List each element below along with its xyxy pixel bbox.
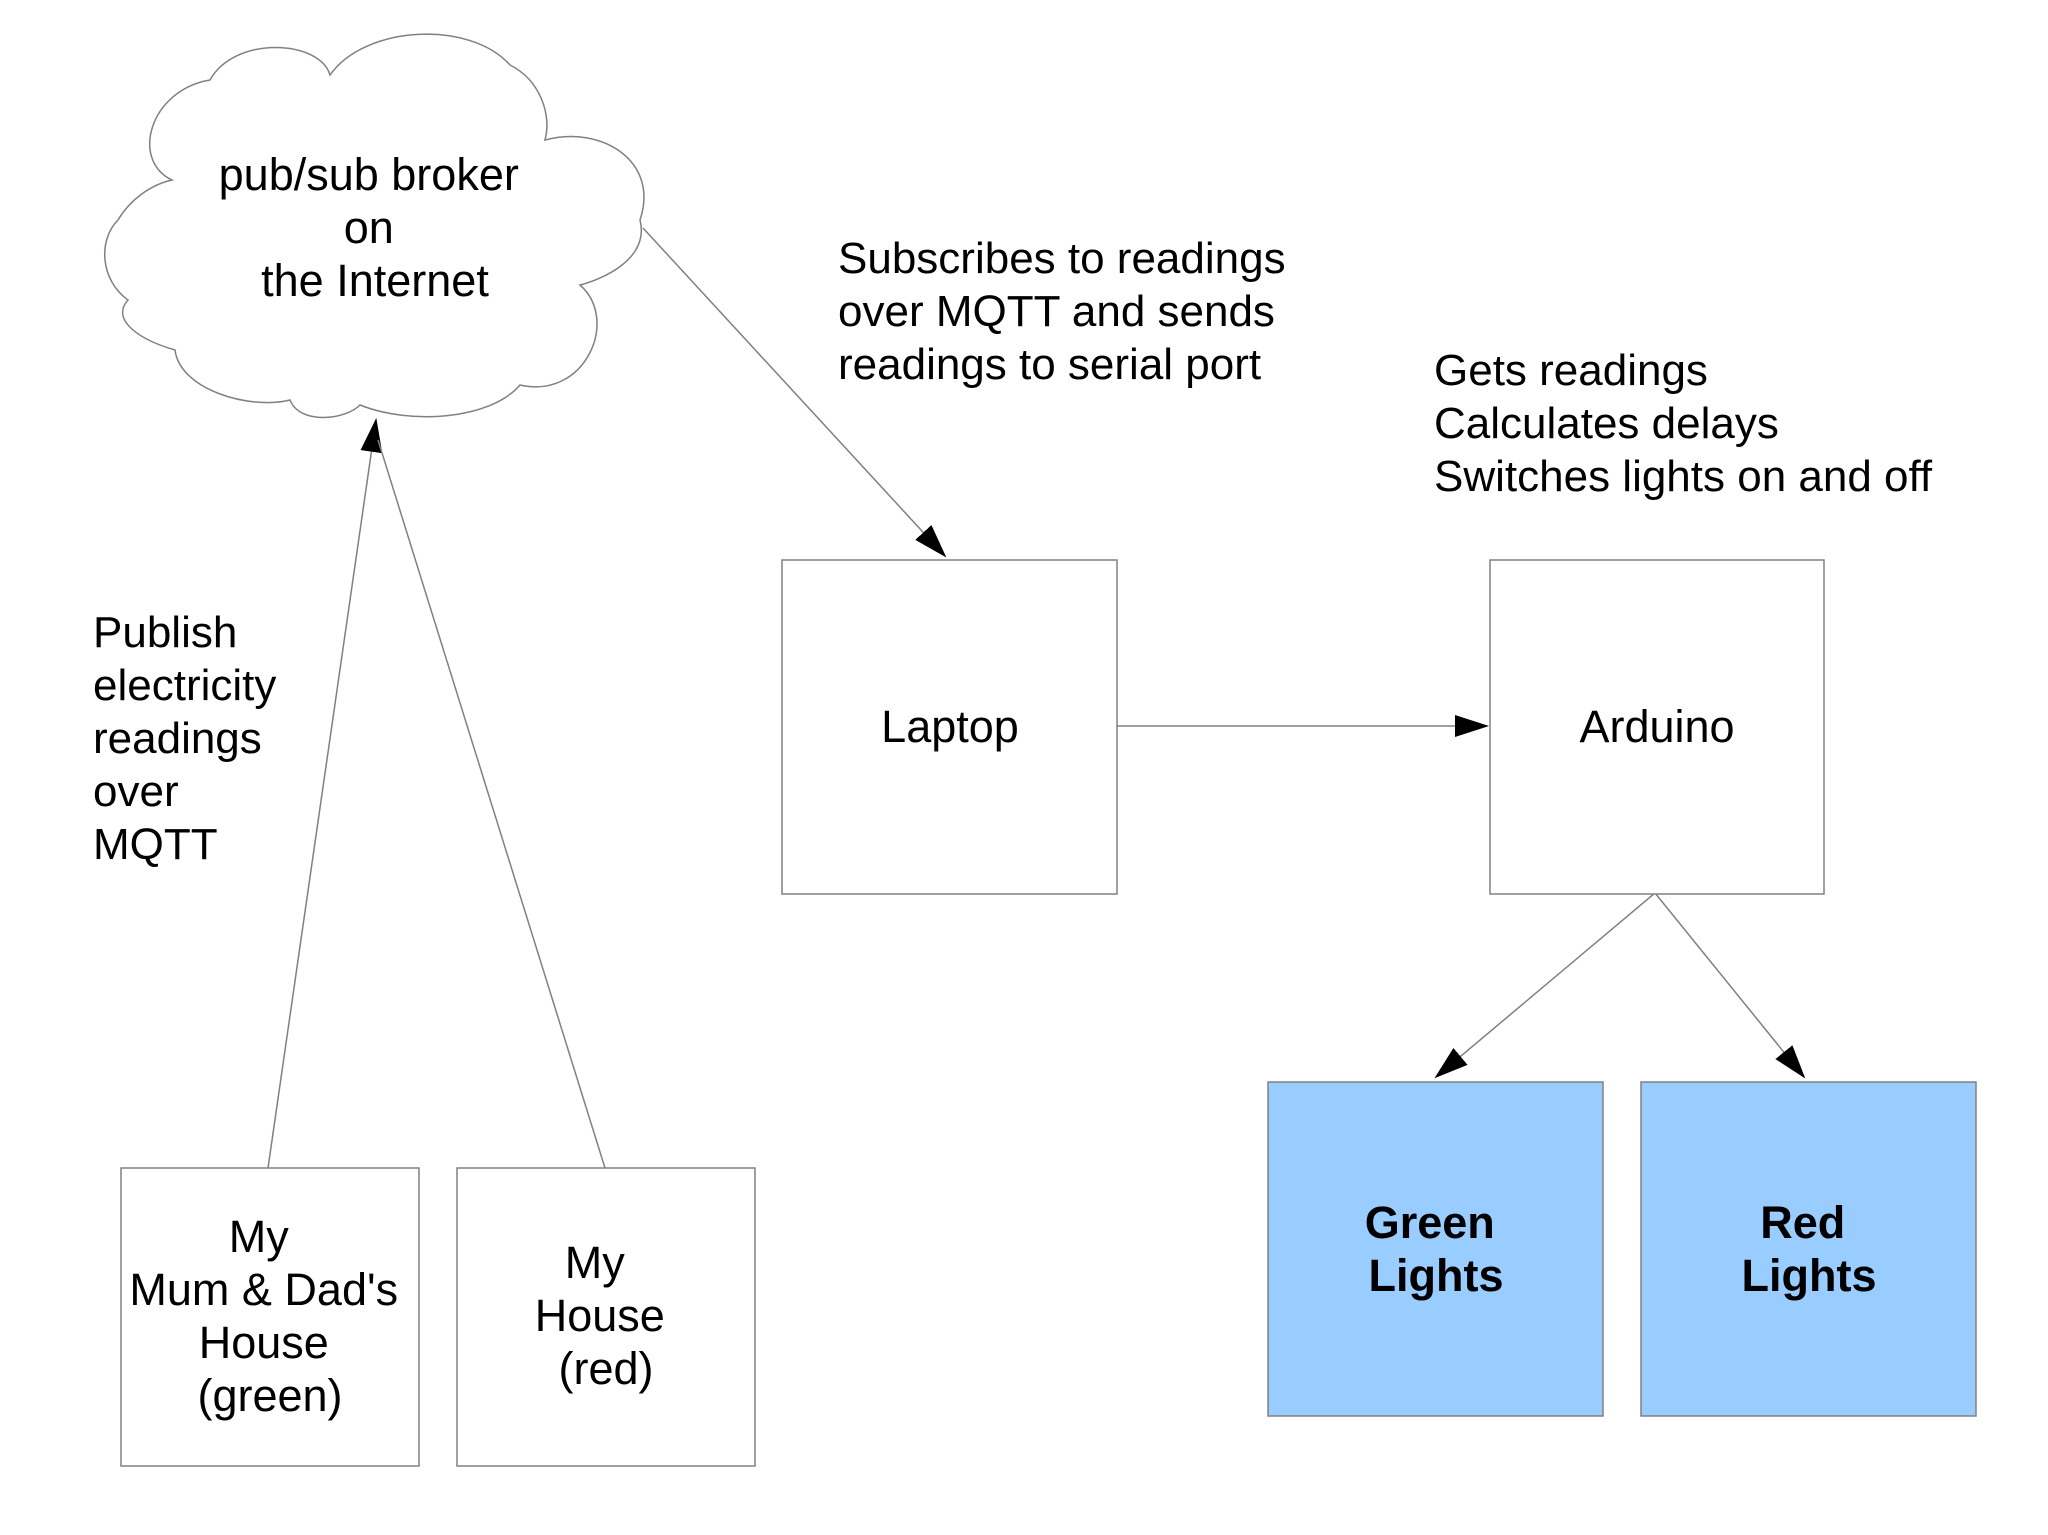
arduino-box <box>1489 559 1825 895</box>
arrow-arduino-to-green-lights <box>1434 892 1656 1079</box>
red-lights-label: Red Lights <box>1742 1197 1877 1301</box>
green-lights-node: Green Lights <box>1267 1081 1604 1417</box>
my-house-box <box>456 1167 756 1467</box>
red-lights-box <box>1640 1081 1977 1417</box>
arrow-arduino-to-red-lights <box>1654 892 1806 1079</box>
green-lights-box <box>1267 1081 1604 1417</box>
arduino-node: Arduino <box>1489 559 1825 895</box>
publish-note: Publish electricity readings over MQTT <box>93 608 289 869</box>
arrow-broker-to-laptop <box>642 227 947 558</box>
my-house-label: My House (red) <box>535 1237 678 1394</box>
red-lights-node: Red Lights <box>1640 1081 1977 1417</box>
arduino-label: Arduino <box>1579 701 1734 752</box>
laptop-node: Laptop <box>781 559 1118 895</box>
arduino-note: Gets readings Calculates delays Switches… <box>1434 346 1933 501</box>
cloud-shape <box>103 33 645 419</box>
laptop-note: Subscribes to readings over MQTT and sen… <box>838 234 1298 389</box>
laptop-label: Laptop <box>881 701 1019 752</box>
broker-cloud: pub/sub broker on the Internet <box>103 33 645 419</box>
mum-dad-house-node: My Mum & Dad's House (green) <box>120 1167 420 1467</box>
mum-dad-house-box <box>120 1167 420 1467</box>
cloud-label: pub/sub broker on the Internet <box>219 149 532 306</box>
my-house-node: My House (red) <box>456 1167 756 1467</box>
green-lights-label: Green Lights <box>1365 1197 1508 1301</box>
arrow-mum-dad-to-broker <box>267 418 383 1169</box>
laptop-box <box>781 559 1118 895</box>
mum-dad-house-label: My Mum & Dad's House (green) <box>129 1211 410 1421</box>
line-my-house-to-broker <box>377 439 606 1169</box>
